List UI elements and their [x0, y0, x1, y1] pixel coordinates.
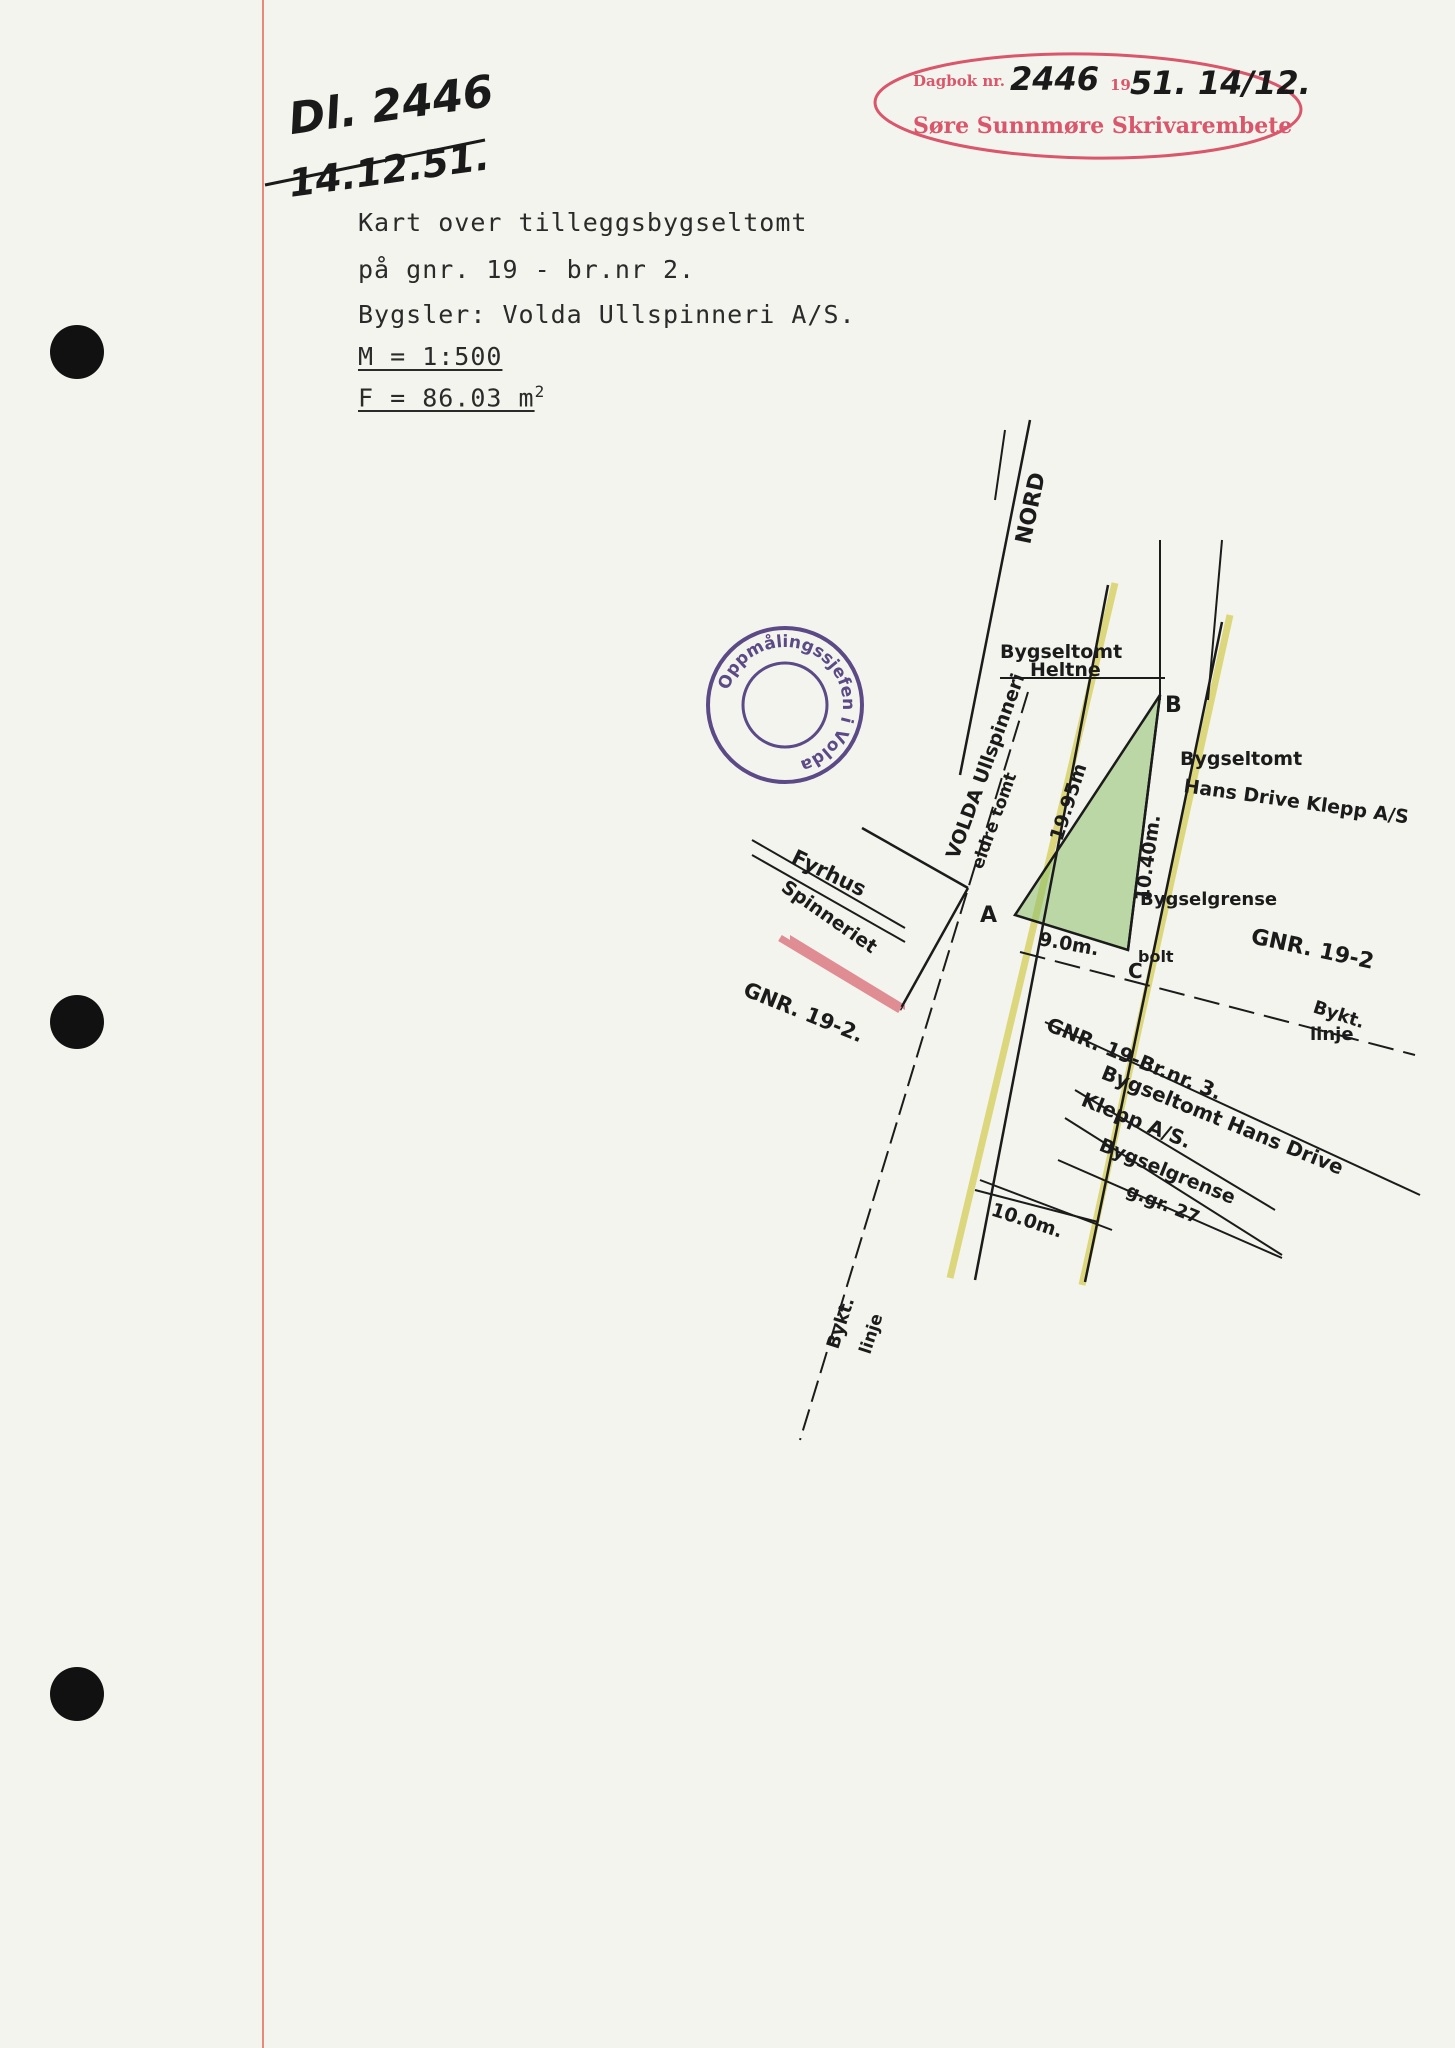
description-line-1: Kart over tilleggsbygseltomt [358, 208, 808, 237]
registry-stamp-journal-number: 2446 [1010, 60, 1100, 98]
dim-lower: 10.0m. [988, 1199, 1065, 1243]
scale-label: M = 1:500 [358, 342, 503, 371]
punch-hole-bottom [50, 1667, 104, 1721]
registry-stamp-prefix: Dagbok nr. [913, 72, 1005, 90]
byggelinje-left-2: linje [856, 1311, 888, 1356]
heltne-label-1: Bygseltomt [1000, 641, 1122, 663]
north-tick [994, 429, 1006, 501]
point-b: B [1165, 693, 1182, 718]
plot-area [1015, 695, 1160, 950]
registry-stamp-oval [873, 52, 1303, 160]
building-line-dashed [799, 691, 1029, 1441]
area-value: F = 86.03 m [358, 383, 535, 413]
survey-stamp: Oppmålingssjefen i Volda [706, 626, 864, 784]
registry-stamp-office: Søre Sunnmøre Skrivarembete [913, 113, 1293, 139]
boundary-line [973, 584, 1110, 1281]
gnr-left-label: GNR. 19-2. [740, 977, 867, 1047]
bygselgrense-upper: Bygselgrense [1140, 889, 1277, 910]
north-arrow [958, 419, 1032, 776]
dimension-line-lower [974, 1189, 1099, 1223]
boundary-line-2 [1083, 621, 1224, 1283]
building-line-right [1019, 951, 1416, 1056]
description-line-2: på gnr. 19 - br.nr 2. [358, 255, 696, 284]
gnr-right-label: GNR. 19-2 [1249, 924, 1376, 974]
description-line-3: Bygsler: Volda Ullspinneri A/S. [358, 300, 856, 329]
registry-stamp-year-prefix: 19 [1110, 76, 1131, 94]
area-label: F = 86.03 m2 [358, 382, 545, 412]
area-exponent: 2 [534, 382, 546, 401]
byggelinje-right-2: linje [1310, 1024, 1354, 1045]
bolt-label: bolt [1138, 947, 1174, 966]
note-underline [264, 138, 486, 187]
heltne-label-2: Heltne [1030, 659, 1101, 681]
byggelinje-left-1: Bykt. [823, 1295, 859, 1352]
point-c: C [1128, 959, 1143, 983]
right-boundary-upper [1207, 539, 1223, 701]
registry-stamp-date: 51. 14/12. [1130, 64, 1311, 102]
punch-hole-middle [50, 995, 104, 1049]
hans-drive-upper-2: Hans Drive Klepp A/S [1182, 775, 1410, 828]
margin-line [262, 0, 264, 2048]
road-edge-left [946, 582, 1119, 1279]
fyrhus-hatch [790, 935, 905, 1010]
hans-drive-upper-1: Bygseltomt [1180, 748, 1302, 770]
point-a: A [980, 903, 997, 928]
punch-hole-top [50, 325, 104, 379]
